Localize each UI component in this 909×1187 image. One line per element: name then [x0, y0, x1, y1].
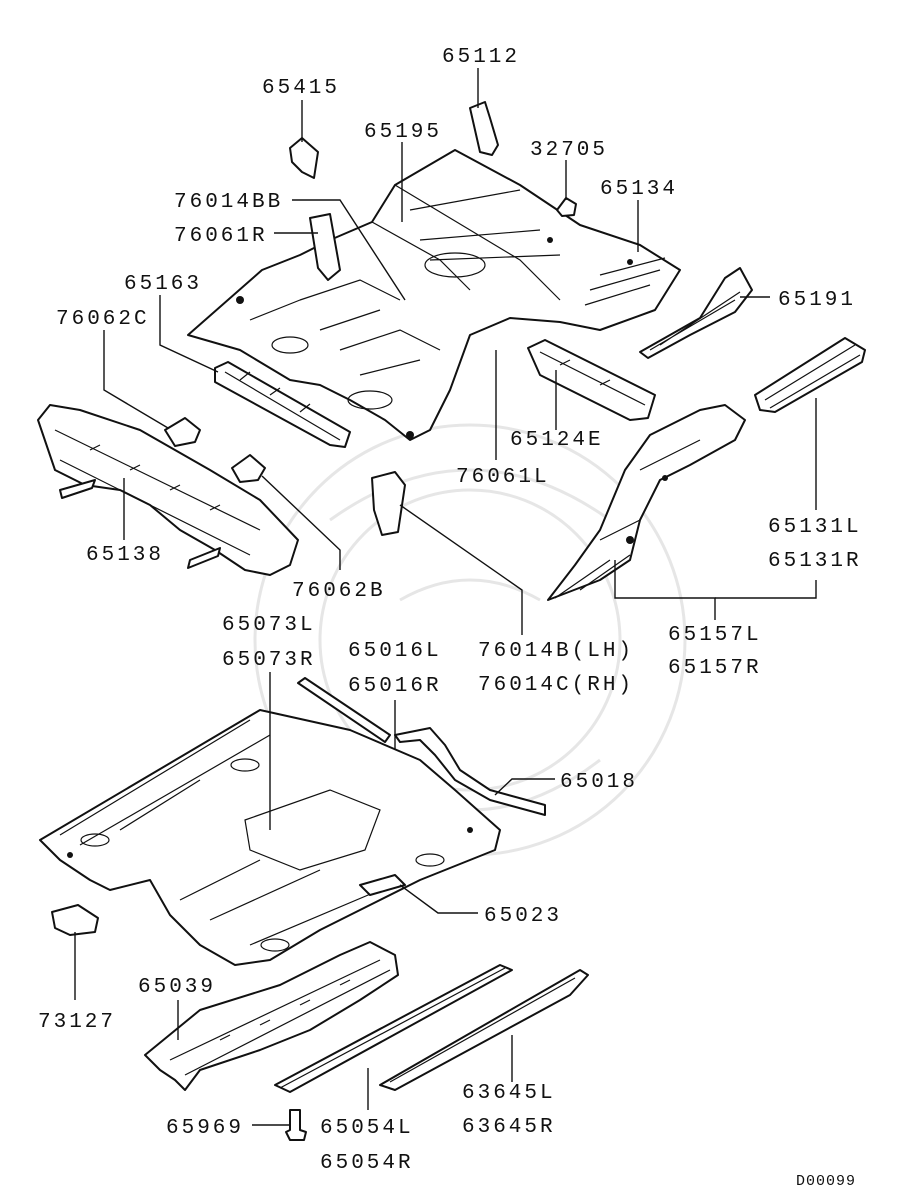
front-floor-pan [39, 709, 501, 966]
label-65112: 65112 [442, 46, 520, 69]
rear-side-frame-65157 [547, 404, 746, 601]
label-63645R: 63645R [462, 1116, 556, 1139]
label-76061R: 76061R [174, 225, 268, 248]
label-76062C: 76062C [56, 308, 150, 331]
rear-floor-pan [187, 149, 681, 441]
label-65163: 65163 [124, 273, 202, 296]
floor-reinforcement-65039 [144, 941, 399, 1091]
part-labels: 65112 65415 65195 32705 65134 76014BB 76… [38, 46, 862, 1187]
label-63645L: 63645L [462, 1082, 556, 1105]
label-65054R: 65054R [320, 1152, 414, 1175]
label-65073L: 65073L [222, 614, 316, 637]
fastener-65969 [285, 1109, 307, 1141]
label-76014BB: 76014BB [174, 191, 283, 214]
rear-side-member-65131 [754, 337, 866, 413]
bracket-65415 [289, 137, 319, 179]
floor-rail-65018 [394, 727, 546, 816]
label-65157L: 65157L [668, 624, 762, 647]
label-65016L: 65016L [348, 640, 442, 663]
label-76014C: 76014C(RH) [478, 674, 634, 697]
label-65016R: 65016R [348, 675, 442, 698]
side-sill-65054 [274, 964, 513, 1093]
label-65131L: 65131L [768, 516, 862, 539]
label-73127: 73127 [38, 1011, 116, 1034]
label-65157R: 65157R [668, 657, 762, 680]
label-65191: 65191 [778, 289, 856, 312]
label-65134: 65134 [600, 178, 678, 201]
label-32705: 32705 [530, 139, 608, 162]
block-76062B [231, 454, 266, 483]
plug-32705 [556, 197, 577, 217]
label-65415: 65415 [262, 77, 340, 100]
rear-extension-65191 [639, 267, 753, 359]
bracket-76061R [309, 213, 341, 281]
label-65124E: 65124E [510, 429, 604, 452]
leader-lines [74, 68, 817, 1126]
label-76061L: 76061L [456, 466, 550, 489]
label-65195: 65195 [364, 121, 442, 144]
bracket-73127 [51, 904, 99, 936]
label-65054L: 65054L [320, 1117, 414, 1140]
side-sill-63645 [379, 969, 589, 1091]
label-76062B: 76062B [292, 580, 386, 603]
label-65969: 65969 [166, 1117, 244, 1140]
diagram-id: D00099 [796, 1173, 856, 1187]
label-65138: 65138 [86, 544, 164, 567]
label-65131R: 65131R [768, 550, 862, 573]
label-65073R: 65073R [222, 649, 316, 672]
bracket-65112 [469, 101, 499, 156]
floor-side-member-65138 [37, 404, 299, 576]
rear-cross-member-65124E [527, 339, 656, 421]
label-65023: 65023 [484, 905, 562, 928]
label-65039: 65039 [138, 976, 216, 999]
sill-65023 [359, 874, 406, 896]
label-65018: 65018 [560, 771, 638, 794]
rear-cross-member [214, 361, 351, 448]
label-76014B: 76014B(LH) [478, 640, 634, 663]
tunnel-brace-65016 [297, 677, 391, 743]
block-76062C [164, 417, 201, 447]
bracket-76014B [371, 471, 406, 536]
